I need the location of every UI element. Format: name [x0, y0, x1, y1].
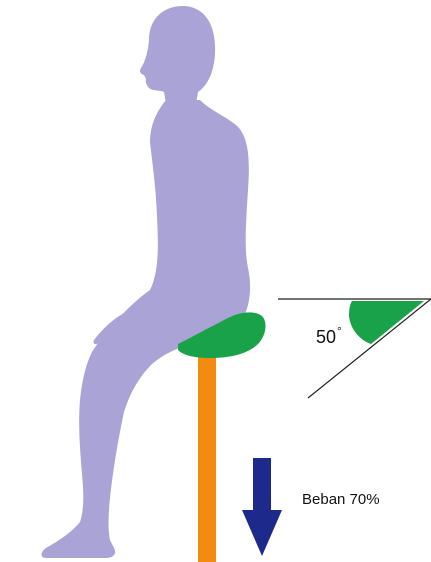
stool-post — [198, 354, 216, 562]
angle-label: 50° — [316, 327, 342, 348]
seat-angle-indicator — [278, 299, 431, 398]
degree-symbol: ° — [337, 324, 342, 338]
load-label: Beban 70% — [302, 491, 380, 508]
person-head — [140, 6, 215, 104]
arrow-down-icon — [242, 458, 282, 556]
seated-person-figure — [42, 6, 251, 558]
angle-value: 50 — [316, 327, 336, 347]
seat-angle-wedge — [349, 301, 424, 344]
